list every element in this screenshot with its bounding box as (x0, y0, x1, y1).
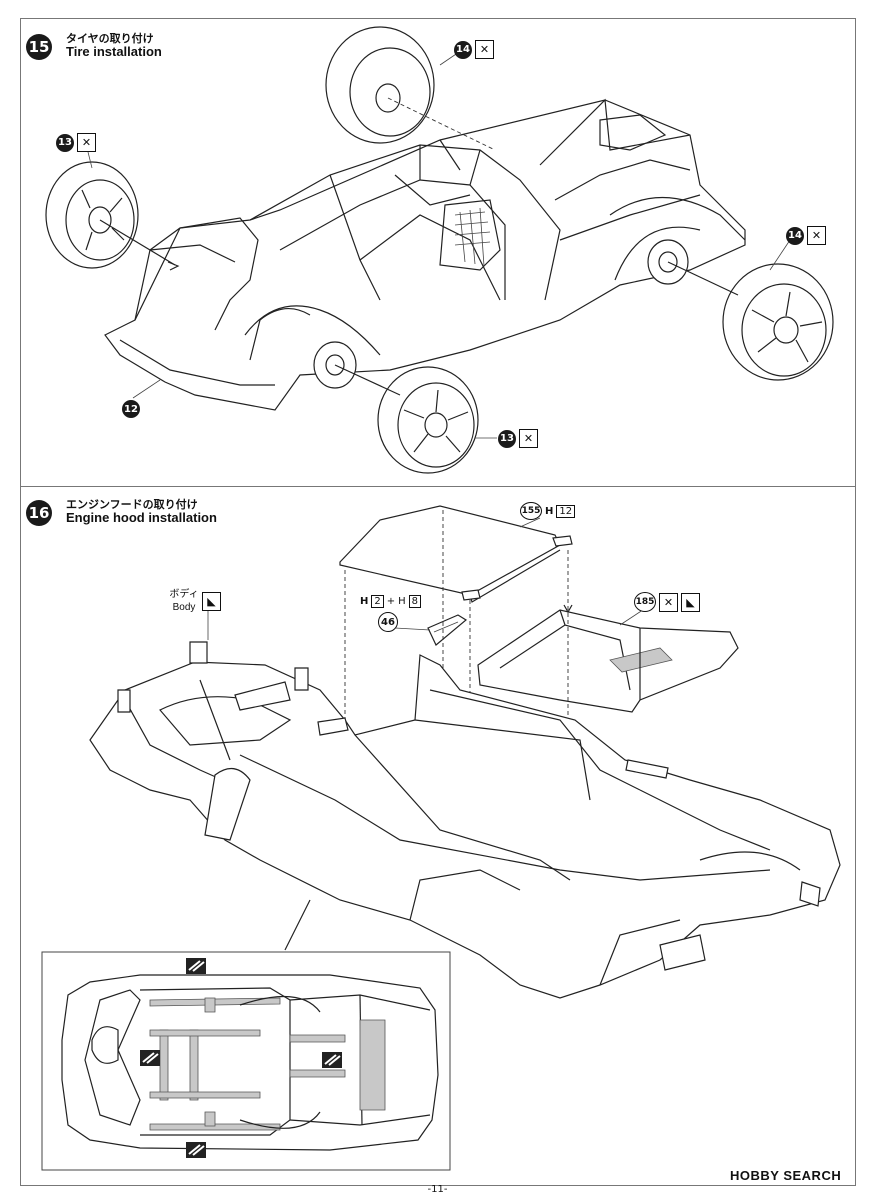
part-number: 14 (454, 40, 472, 59)
tire-front-bottom (377, 366, 479, 474)
body-label-jp: ボディ (169, 589, 199, 600)
paint-code-prefix: H (545, 505, 554, 517)
glue-cross-icon: ✕ (519, 429, 538, 448)
arrow-rear-right (667, 261, 739, 296)
step-15-badge: 15 (26, 34, 52, 60)
part-number: 13 (498, 429, 516, 448)
callout-part-14-right: 14 ✕ (786, 226, 826, 245)
paint-code-prefix-b: H (398, 596, 406, 607)
glue-cross-icon: ✕ (659, 592, 678, 612)
glue-cross-icon: ✕ (77, 133, 96, 152)
callout-part-14-top: 14 ✕ (454, 40, 494, 59)
callout-part-46: 46 (378, 612, 398, 632)
callout-part-12: 12 (122, 400, 140, 418)
part-number: 155 (520, 502, 542, 520)
arrow-front-left (99, 219, 176, 266)
tire-rear-right (722, 263, 834, 381)
engine-hood-part (339, 505, 573, 603)
callout-part-155: 155 H 12 (520, 502, 576, 520)
glue-cross-icon: ✕ (807, 226, 826, 245)
paint-mix-symbol: + (386, 596, 396, 607)
callout-part-13-top: 13 ✕ (56, 133, 96, 152)
paint-code-b: 8 (408, 595, 422, 608)
arrow-front-bottom (334, 364, 401, 396)
tire-front-left (45, 161, 139, 269)
step-16-badge: 16 (26, 500, 52, 526)
chassis-drawing (104, 98, 746, 411)
cement-icon: ◣ (202, 592, 221, 611)
glue-cross-icon: ✕ (475, 40, 494, 59)
watermark: HOBBY SEARCH (730, 1168, 842, 1183)
paint-code: 12 (556, 504, 576, 518)
step-16-title-en: Engine hood installation (66, 510, 217, 525)
hinge-part-46 (427, 614, 468, 646)
callout-paint-46: H 2 + H 8 (360, 595, 422, 608)
car-body (89, 641, 841, 999)
inset-leader (284, 899, 311, 951)
part-number: 13 (56, 133, 74, 152)
inset-top-view (41, 951, 451, 1171)
step-divider (20, 486, 856, 487)
part-number: 12 (122, 400, 140, 418)
part-number: 46 (378, 612, 398, 632)
step-15-title-jp: タイヤの取り付け (66, 32, 154, 45)
paint-code-a: 2 (371, 595, 384, 608)
callout-part-13-bottom: 13 ✕ (498, 429, 538, 448)
arrow-rear-top (387, 97, 496, 151)
part-number: 185 (634, 592, 656, 612)
step-16-title-jp: エンジンフードの取り付け (66, 498, 198, 511)
callout-part-185: 185 ✕ ◣ (634, 592, 700, 612)
body-label: ボディ Body (164, 588, 204, 614)
part-number: 14 (786, 226, 804, 245)
engine-cover-part (477, 609, 739, 713)
step-15-title-en: Tire installation (66, 44, 162, 59)
callout-body-cement: ◣ (202, 592, 221, 611)
cement-icon: ◣ (681, 592, 700, 612)
body-label-en: Body (172, 602, 196, 613)
manual-frame (20, 18, 856, 1186)
tire-rear-top (325, 26, 435, 144)
page-number: -11- (427, 1184, 448, 1195)
paint-code-prefix: H (360, 596, 369, 607)
